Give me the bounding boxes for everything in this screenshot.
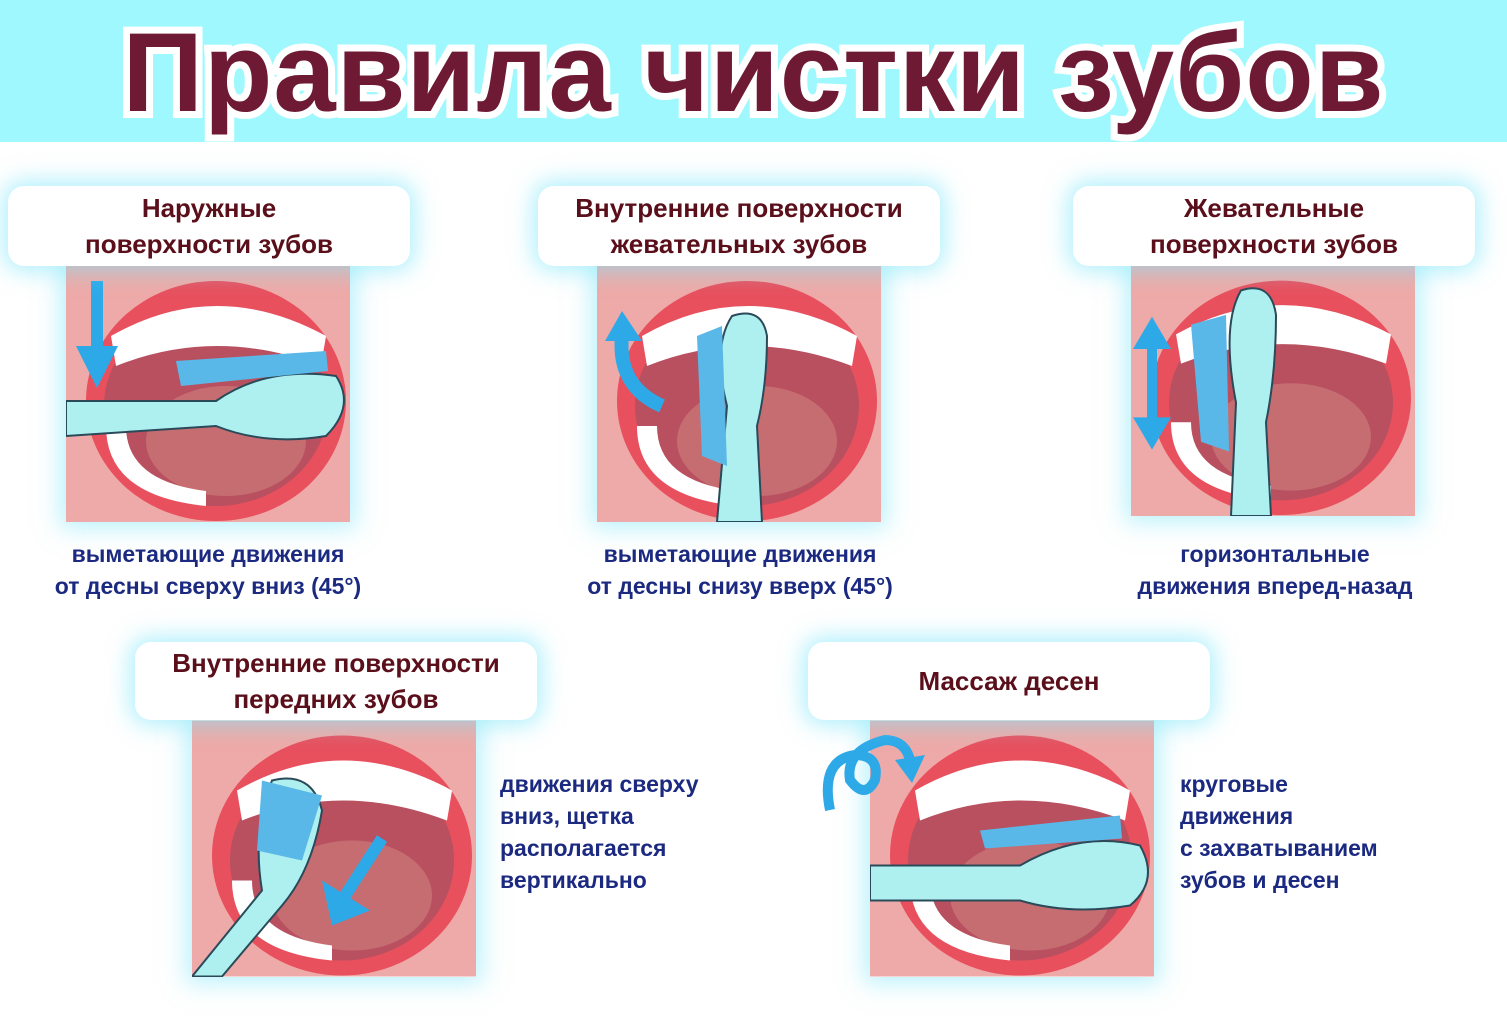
caption-line: с захватыванием xyxy=(1180,835,1378,861)
caption-line: от десны сверху вниз (45°) xyxy=(54,573,362,599)
heading-chewing-surfaces: Жевательные поверхности зубов xyxy=(1073,186,1475,266)
toothbrush xyxy=(66,372,345,441)
caption-outer-surfaces: выметающие движения от десны сверху вниз… xyxy=(0,538,418,602)
page-title: Правила чистки зубов xyxy=(115,3,1390,142)
caption-line: выметающие движения xyxy=(71,541,345,567)
caption-line: движения вперед-назад xyxy=(1137,573,1413,599)
caption-chewing-surfaces: горизонтальные движения вперед-назад xyxy=(1065,538,1485,602)
title-banner xyxy=(0,0,1507,142)
circular-arrow-icon xyxy=(822,734,925,811)
caption-line: вертикально xyxy=(500,867,647,893)
caption-line: от десны снизу вверх (45°) xyxy=(587,573,893,599)
caption-line: вниз, щетка xyxy=(500,803,634,829)
toothbrush xyxy=(870,840,1149,911)
heading-line: Жевательные xyxy=(1183,193,1365,223)
caption-line: горизонтальные xyxy=(1180,541,1370,567)
caption-inner-chewing-teeth: выметающие движения от десны снизу вверх… xyxy=(530,538,950,602)
heading-line: поверхности зубов xyxy=(85,229,333,259)
illustration-inner-front-teeth xyxy=(192,720,476,977)
heading-line: жевательных зубов xyxy=(610,229,868,259)
caption-gum-massage: круговые движения с захватыванием зубов … xyxy=(1180,768,1378,896)
heading-line: Наружные xyxy=(141,193,277,223)
heading-line: Внутренние поверхности xyxy=(172,648,500,678)
heading-inner-front-teeth: Внутренние поверхности передних зубов xyxy=(135,642,537,720)
heading-line: Внутренние поверхности xyxy=(575,193,903,223)
curved-arrow-up-icon xyxy=(605,311,666,413)
heading-line: передних зубов xyxy=(233,684,439,714)
illustration-inner-chewing-teeth xyxy=(597,266,881,522)
illustration-outer-surfaces xyxy=(66,266,350,522)
illustration-gum-massage xyxy=(870,720,1154,977)
double-arrow-vertical-icon xyxy=(1133,316,1171,450)
toothbrush xyxy=(1228,287,1278,516)
caption-inner-front-teeth: движения сверху вниз, щетка располагаетс… xyxy=(500,768,699,896)
arrow-down-left-icon xyxy=(322,835,388,926)
caption-line: движения xyxy=(1180,803,1294,829)
caption-line: зубов и десен xyxy=(1180,867,1340,893)
heading-line: Массаж десен xyxy=(918,666,1100,696)
heading-outer-surfaces: Наружные поверхности зубов xyxy=(8,186,410,266)
caption-line: выметающие движения xyxy=(603,541,877,567)
caption-line: движения сверху xyxy=(500,771,699,797)
caption-line: располагается xyxy=(500,835,667,861)
heading-inner-chewing-teeth: Внутренние поверхности жевательных зубов xyxy=(538,186,940,266)
heading-gum-massage: Массаж десен xyxy=(808,642,1210,720)
illustration-chewing-surfaces xyxy=(1131,266,1415,516)
heading-line: поверхности зубов xyxy=(1150,229,1398,259)
caption-line: круговые xyxy=(1180,771,1288,797)
arrow-down-icon xyxy=(76,281,118,388)
